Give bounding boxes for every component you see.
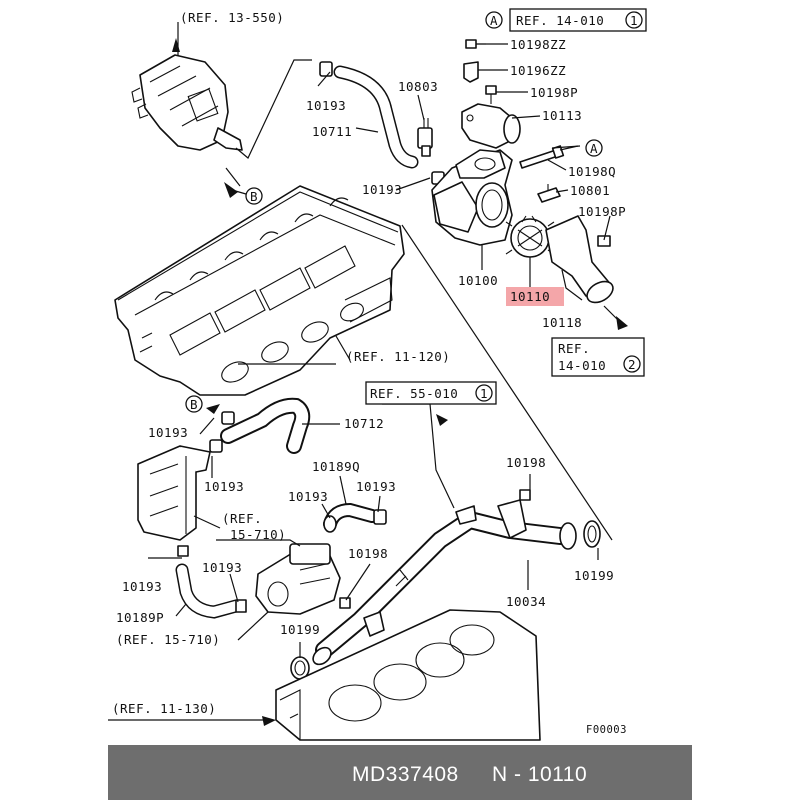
footer-bar xyxy=(108,745,692,800)
part-10193-b-label: 10193 xyxy=(362,182,402,197)
engine-block xyxy=(275,609,541,741)
part-10199-right-label: 10199 xyxy=(574,568,614,583)
part-10193-g-label: 10193 xyxy=(122,579,162,594)
ref-15-710-a-line2: 15-710) xyxy=(230,527,286,542)
part-10113-label: 10113 xyxy=(542,108,582,123)
water-outlet-10113 xyxy=(461,103,521,149)
circle-markers xyxy=(185,11,643,413)
thermostat-10110 xyxy=(505,215,555,258)
sensor-10803 xyxy=(417,118,433,157)
water-pipe-10034 xyxy=(312,489,577,666)
part-10803-label: 10803 xyxy=(398,79,438,94)
ref-box-55-010 xyxy=(365,381,497,405)
part-10118-label: 10118 xyxy=(542,315,582,330)
hose-10189q xyxy=(323,502,387,533)
part-10193-e-label: 10193 xyxy=(288,489,328,504)
coolant-block xyxy=(137,445,211,557)
part-10198zz-label: 10198ZZ xyxy=(510,37,566,52)
part-10712-label: 10712 xyxy=(344,416,384,431)
circle-a-top-label: A xyxy=(490,13,498,28)
part-10193-f-label: 10193 xyxy=(356,479,396,494)
part-10198p-top-label: 10198P xyxy=(530,85,578,100)
footer-part-number: MD337408 xyxy=(352,763,459,786)
circle-a-mid-label: A xyxy=(590,141,598,156)
circle-1-top-label: 1 xyxy=(630,13,638,28)
part-10196zz-label: 10196ZZ xyxy=(510,63,566,78)
ref-11-120-label: (REF. 11-120) xyxy=(346,349,450,364)
cylinder-head xyxy=(114,185,405,396)
ref-box-14-010-1 xyxy=(509,8,647,32)
ref-14-010-b-line2: 14-010 xyxy=(558,358,606,373)
label-layer: (REF. 13-550) A REF. 14-010 1 10198ZZ 10… xyxy=(112,10,638,736)
ref-15-710-b-label: (REF. 15-710) xyxy=(116,632,220,647)
part-10198q-label: 10198Q xyxy=(568,164,616,179)
leader-lines-lower xyxy=(148,363,599,658)
o-ring-10199-right xyxy=(583,520,601,548)
throttle-assembly xyxy=(131,54,243,151)
part-10193-h-label: 10193 xyxy=(202,560,242,575)
part-10199-left-label: 10199 xyxy=(280,622,320,637)
circle-b-top-label: B xyxy=(250,189,258,204)
part-10193-d-label: 10193 xyxy=(204,479,244,494)
part-10198p-mid-label: 10198P xyxy=(578,204,626,219)
ref-14-010-b-line1: REF. xyxy=(558,341,590,356)
ref-14-010-label: REF. 14-010 xyxy=(516,13,604,28)
part-10189p-label: 10189P xyxy=(116,610,164,625)
ref-55-010-label: REF. 55-010 xyxy=(370,386,458,401)
valve-15-710 xyxy=(255,543,341,615)
ref-11-130-label: (REF. 11-130) xyxy=(112,701,216,716)
thermostat-housing-10100 xyxy=(431,149,513,246)
circle-1-mid-label: 1 xyxy=(480,386,488,401)
part-10198-b-label: 10198 xyxy=(348,546,388,561)
part-10193-a-label: 10193 xyxy=(306,98,346,113)
circle-b-lower-label: B xyxy=(190,397,198,412)
part-10110-highlight-label: 10110 xyxy=(510,289,550,304)
part-10198-label: 10198 xyxy=(506,455,546,470)
ref-13-550-label: (REF. 13-550) xyxy=(180,10,284,25)
sensor-10801 xyxy=(537,184,561,203)
part-10801-label: 10801 xyxy=(570,183,610,198)
figure-code-label: F00003 xyxy=(586,724,627,736)
hose-10189p xyxy=(175,563,247,619)
highlight-10110 xyxy=(506,287,564,306)
ref-15-710-a-line1: (REF. xyxy=(222,511,262,526)
part-10189q-label: 10189Q xyxy=(312,459,360,474)
footer-ref-code: N - 10110 xyxy=(492,763,587,786)
part-10711-label: 10711 xyxy=(312,124,352,139)
circle-2-label: 2 xyxy=(628,357,636,372)
bolts-top xyxy=(463,39,565,169)
hose-10712 xyxy=(209,397,311,454)
part-10100-label: 10100 xyxy=(458,273,498,288)
part-10034-label: 10034 xyxy=(506,594,546,609)
part-10193-c-label: 10193 xyxy=(148,425,188,440)
arrows xyxy=(108,38,628,726)
inlet-10118 xyxy=(545,215,614,304)
leader-lines-upper xyxy=(177,22,613,541)
